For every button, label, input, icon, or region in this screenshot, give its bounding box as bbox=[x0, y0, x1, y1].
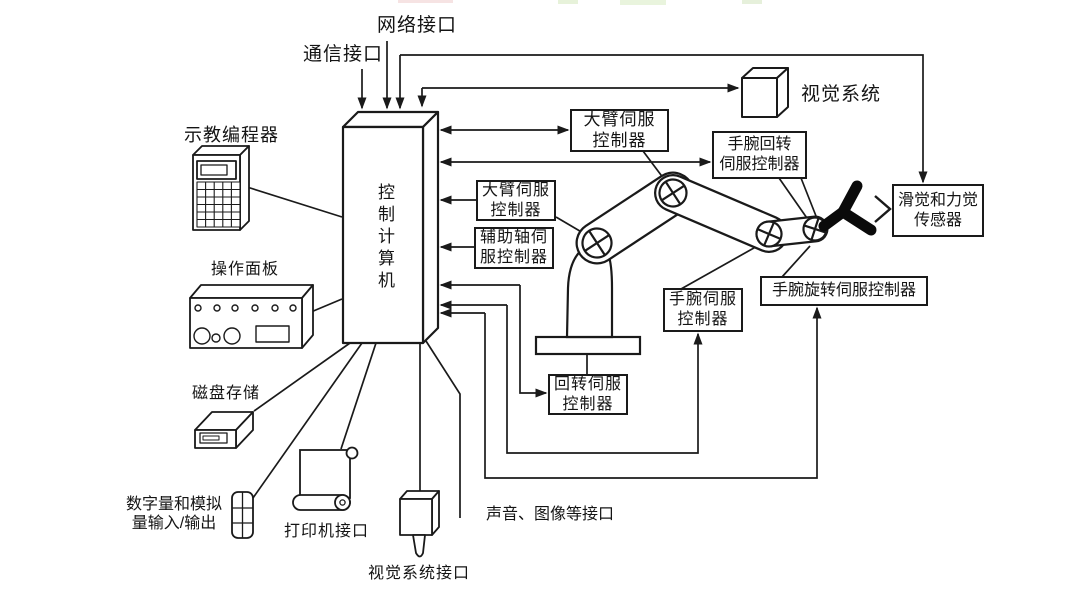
top-artifact-green-3 bbox=[742, 0, 762, 4]
label-vision-system: 视觉系统 bbox=[801, 84, 882, 105]
vision-camera-icon bbox=[399, 490, 440, 558]
label-disk-storage: 磁盘存储 bbox=[192, 385, 261, 402]
digital-io-icon bbox=[231, 491, 254, 539]
printer-scroll-icon bbox=[292, 446, 359, 511]
line-wristservo-b bbox=[506, 305, 703, 454]
computer-right-face bbox=[421, 110, 440, 345]
vision-cube-icon bbox=[741, 67, 789, 118]
line-pendant-to-computer bbox=[246, 186, 343, 218]
label-vision-interface: 视觉系统接口 bbox=[368, 565, 471, 582]
label-comm-interface: 通信接口 bbox=[303, 44, 384, 65]
box-rotary-servo-controller: 回转伺服 控制器 bbox=[548, 374, 628, 415]
line-rotary-b bbox=[519, 285, 548, 398]
line-computer-to-io bbox=[252, 342, 363, 499]
chevron-right-icon bbox=[874, 195, 892, 223]
line-wristrotation-b bbox=[484, 306, 822, 479]
end-joint-icon bbox=[802, 216, 828, 242]
connector-lines bbox=[246, 41, 928, 518]
label-audio-image-interface: 声音、图像等接口 bbox=[486, 506, 615, 523]
label-teach-programmer: 示教编程器 bbox=[184, 125, 279, 145]
label-operation-panel: 操作面板 bbox=[211, 261, 280, 278]
pendant-keypad bbox=[196, 181, 241, 228]
line-panel-to-computer bbox=[310, 298, 343, 313]
wrist-joint-icon bbox=[755, 220, 783, 248]
robot-joints bbox=[581, 178, 828, 259]
control-computer-box bbox=[341, 110, 440, 345]
line-computer-to-sensor bbox=[400, 54, 928, 184]
operation-panel-icon bbox=[189, 284, 314, 349]
line-computer-to-printer bbox=[340, 342, 377, 450]
teach-pendant-icon bbox=[192, 145, 250, 231]
label-network-interface: 网络接口 bbox=[377, 15, 458, 36]
box-arm-servo-controller-left: 大臂伺服 控制器 bbox=[476, 180, 556, 221]
label-digital-analog-io: 数字量和模拟 量输入/输出 bbox=[125, 496, 222, 532]
box-wrist-swivel-servo-controller: 手腕回转 伺服控制器 bbox=[712, 131, 807, 179]
robot-arm-icon bbox=[534, 171, 892, 356]
box-wrist-rotation-servo-controller: 手腕旋转伺服控制器 bbox=[760, 276, 928, 306]
disk-storage-icon bbox=[194, 411, 254, 449]
line-swivel-to-joint-2 bbox=[800, 177, 817, 217]
box-aux-axis-servo-controller: 辅助轴伺 服控制器 bbox=[474, 227, 554, 269]
top-artifact-green-1 bbox=[558, 0, 578, 4]
computer-front-face bbox=[341, 125, 425, 345]
label-printer-interface: 打印机接口 bbox=[284, 523, 370, 540]
line-swivel-to-joint-1 bbox=[778, 177, 810, 222]
line-computer-to-disk bbox=[253, 342, 351, 412]
shoulder-joint-icon bbox=[581, 227, 613, 259]
line-wristservo-to-wrist bbox=[680, 243, 762, 290]
panel-controls bbox=[193, 304, 297, 345]
gripper-icon bbox=[818, 180, 877, 236]
box-wrist-servo-controller: 手腕伺服 控制器 bbox=[663, 288, 743, 332]
robot-base-plate bbox=[534, 335, 642, 356]
elbow-joint-icon bbox=[658, 178, 688, 208]
box-arm-servo-controller-top: 大臂伺服 控制器 bbox=[570, 109, 669, 152]
line-computer-to-audio bbox=[425, 340, 461, 518]
box-slip-force-sensor: 滑觉和力觉 传感器 bbox=[892, 184, 984, 237]
line-wristrotation-to-endjoint bbox=[781, 245, 811, 278]
label-control-computer: 控制计算机 bbox=[375, 183, 395, 293]
top-artifact-green-2 bbox=[620, 0, 666, 5]
top-artifact-pink bbox=[398, 0, 453, 3]
